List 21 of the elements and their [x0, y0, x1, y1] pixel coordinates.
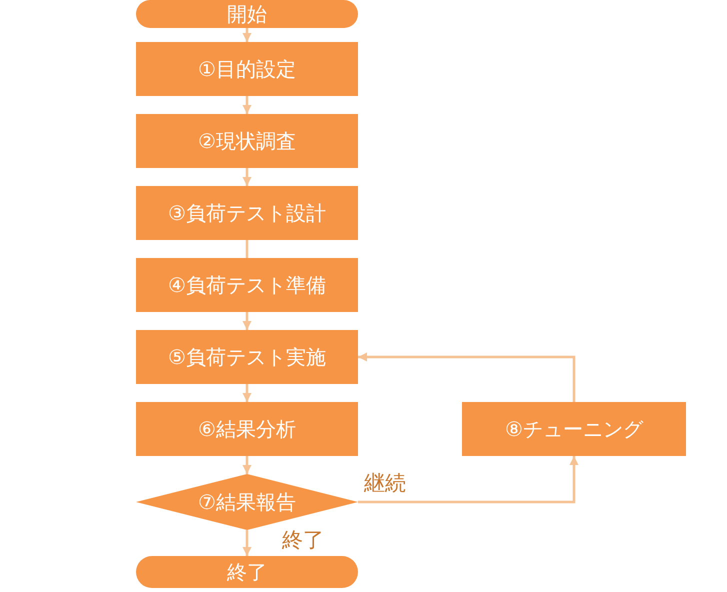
- arrow: [242, 96, 252, 114]
- process-box: ⑥結果分析: [136, 402, 358, 456]
- arrow: [242, 384, 252, 402]
- arrow: [358, 456, 578, 504]
- arrow: [242, 28, 252, 42]
- process-box: ③負荷テスト設計: [136, 186, 358, 240]
- arrow: [242, 168, 252, 186]
- arrow: [242, 530, 252, 556]
- process-box: ①目的設定: [136, 42, 358, 96]
- edge-label: 継続: [362, 473, 408, 494]
- process-box: ④負荷テスト準備: [136, 258, 358, 312]
- decision-diamond: ⑦結果報告: [136, 474, 358, 530]
- terminal-pill: 開始: [136, 0, 358, 28]
- arrow: [242, 456, 252, 474]
- terminal-pill: 終了: [136, 556, 358, 588]
- process-box: ⑤負荷テスト実施: [136, 330, 358, 384]
- connector-line: [246, 240, 248, 258]
- arrow: [242, 312, 252, 330]
- process-box: ⑧チューニング: [462, 402, 686, 456]
- process-box: ②現状調査: [136, 114, 358, 168]
- arrow: [358, 352, 576, 402]
